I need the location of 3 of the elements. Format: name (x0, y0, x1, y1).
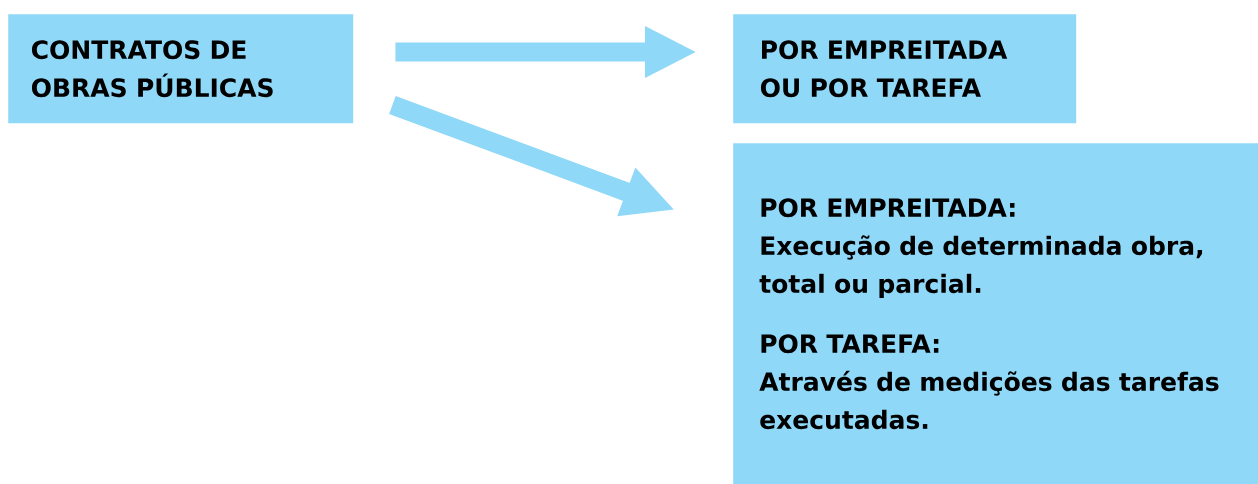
text-box: POR EMPREITADA OU POR TAREFA (733, 14, 1077, 124)
text-box: POR EMPREITADA: Execução de determinada obra, total ou parcial. POR TAREFA: Através de medições das tarefas executadas. (733, 143, 1258, 484)
text-box: CONTRATOS DE OBRAS PÚBLICAS (8, 14, 354, 124)
